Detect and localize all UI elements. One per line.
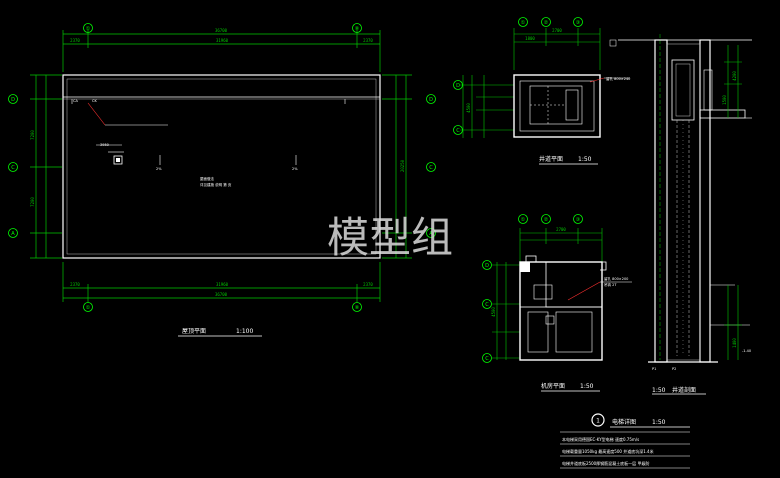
shaft-section-title: 井道剖面 [672,386,696,394]
note-center: 屋面做法 [200,176,214,181]
note-center-2: 详见建施 说明 第 页 [200,182,232,187]
shaft-axis-row-c: C [456,128,460,134]
machine-room-axis-bubbles [482,214,583,363]
roof-plan-scale: 1:100 [236,328,253,335]
legend-line-2: 电梯载重量1050kg 最高速度500 井道底坑深1.4米 [562,448,654,454]
machine-axis-row-b: C [485,356,489,362]
dim-bottom-right: 2370 [363,282,373,287]
legend-line-3: 电梯井道底板2500厚钢筋混凝土底板一层 甲级防 [562,460,649,466]
watermark-text: 模型组 [327,213,453,262]
roof-plan-axis-bubbles [8,23,436,312]
machine-dim-left: 4500 [491,307,496,317]
pit-label-left: P1 [652,367,656,371]
legend-title: 电梯详图 [612,418,636,426]
machine-plan-scale: 1:50 [580,383,594,390]
axis-label-top-left: ① [86,26,91,32]
axis-label-right-bottom: A [429,231,433,237]
shaft-dim-top2: 1800 [525,36,535,41]
elevation-label: -1.40 [742,349,751,353]
shaft-dim-total: 4500 [466,103,471,113]
dim-left-b: 7200 [30,197,35,207]
axis-label-top-right: ⑧ [355,26,360,32]
shaft-dim-top: 2700 [552,28,562,33]
label-ck: CK [92,99,97,103]
dim-left-a: 7200 [30,130,35,140]
axis-label-left-bottom: A [11,231,15,237]
shaft-plan-axis-bubbles [453,17,583,135]
shaft-plan-scale: 1:50 [578,156,592,163]
legend-table [560,413,690,469]
machine-room-plan [492,228,632,392]
legend-scale: 1:50 [652,419,666,426]
machine-dim-top: 2700 [556,227,566,232]
machine-note-1: 留孔 800×200 [604,276,628,281]
shaft-axis-b: ② [544,20,549,26]
dim-top-total: 36700 [215,28,228,33]
shaft-plan [460,28,630,165]
machine-axis-row-d: D [485,263,489,269]
pit-label-right: P2 [672,367,676,371]
slope-right: 2% [292,167,298,171]
section-dim-a: 4200 [732,71,737,81]
note-small: 3950 [100,143,109,147]
axis-label-left-top: D [11,97,15,103]
roof-plan [30,30,412,337]
machine-plan-title: 机房平面 [541,382,565,390]
shaft-plan-title: 井道平面 [539,155,563,163]
shaft-axis-row-d: D [456,83,460,89]
axis-label-right-mid: C [429,165,433,171]
section-dim-c: 1400 [732,338,737,348]
axis-label-right-top: D [429,97,433,103]
dim-bottom-left: 2370 [70,282,80,287]
machine-axis-c: ③ [576,217,580,223]
shaft-axis-a: ① [521,20,526,26]
roof-plan-title: 屋顶平面 [182,328,206,335]
shaft-section [609,34,752,395]
machine-axis-a: ① [521,217,526,223]
dim-bottom-total: 36700 [215,292,228,297]
axis-label-left-mid: C [11,165,15,171]
shaft-axis-c: ③ [576,20,580,26]
axis-label-bottom-right: ⑧ [355,305,360,311]
dim-right-total: 20250 [400,159,405,172]
dim-top-right: 2370 [363,38,373,43]
shaft-section-scale: 1:50 [652,387,666,394]
machine-note-2: 吊钩 2T [604,282,617,287]
axis-label-bottom-left: ① [86,305,91,311]
legend-line-1: 本电梯采用德国EC-KY型电梯 速度0.75m/s [562,436,639,442]
machine-axis-b: ② [544,217,549,223]
legend-number: 1 [596,418,600,425]
machine-axis-row-c: C [485,302,489,308]
dim-bottom-mid: 31960 [216,282,229,287]
shaft-note: 留孔 800×240 [606,76,630,81]
dim-top-mid: 31960 [216,38,229,43]
section-dim-b: 1500 [722,95,727,105]
slope-left: 2% [156,167,162,171]
dim-top-left: 2370 [70,38,80,43]
label-ca: CA [73,99,78,103]
